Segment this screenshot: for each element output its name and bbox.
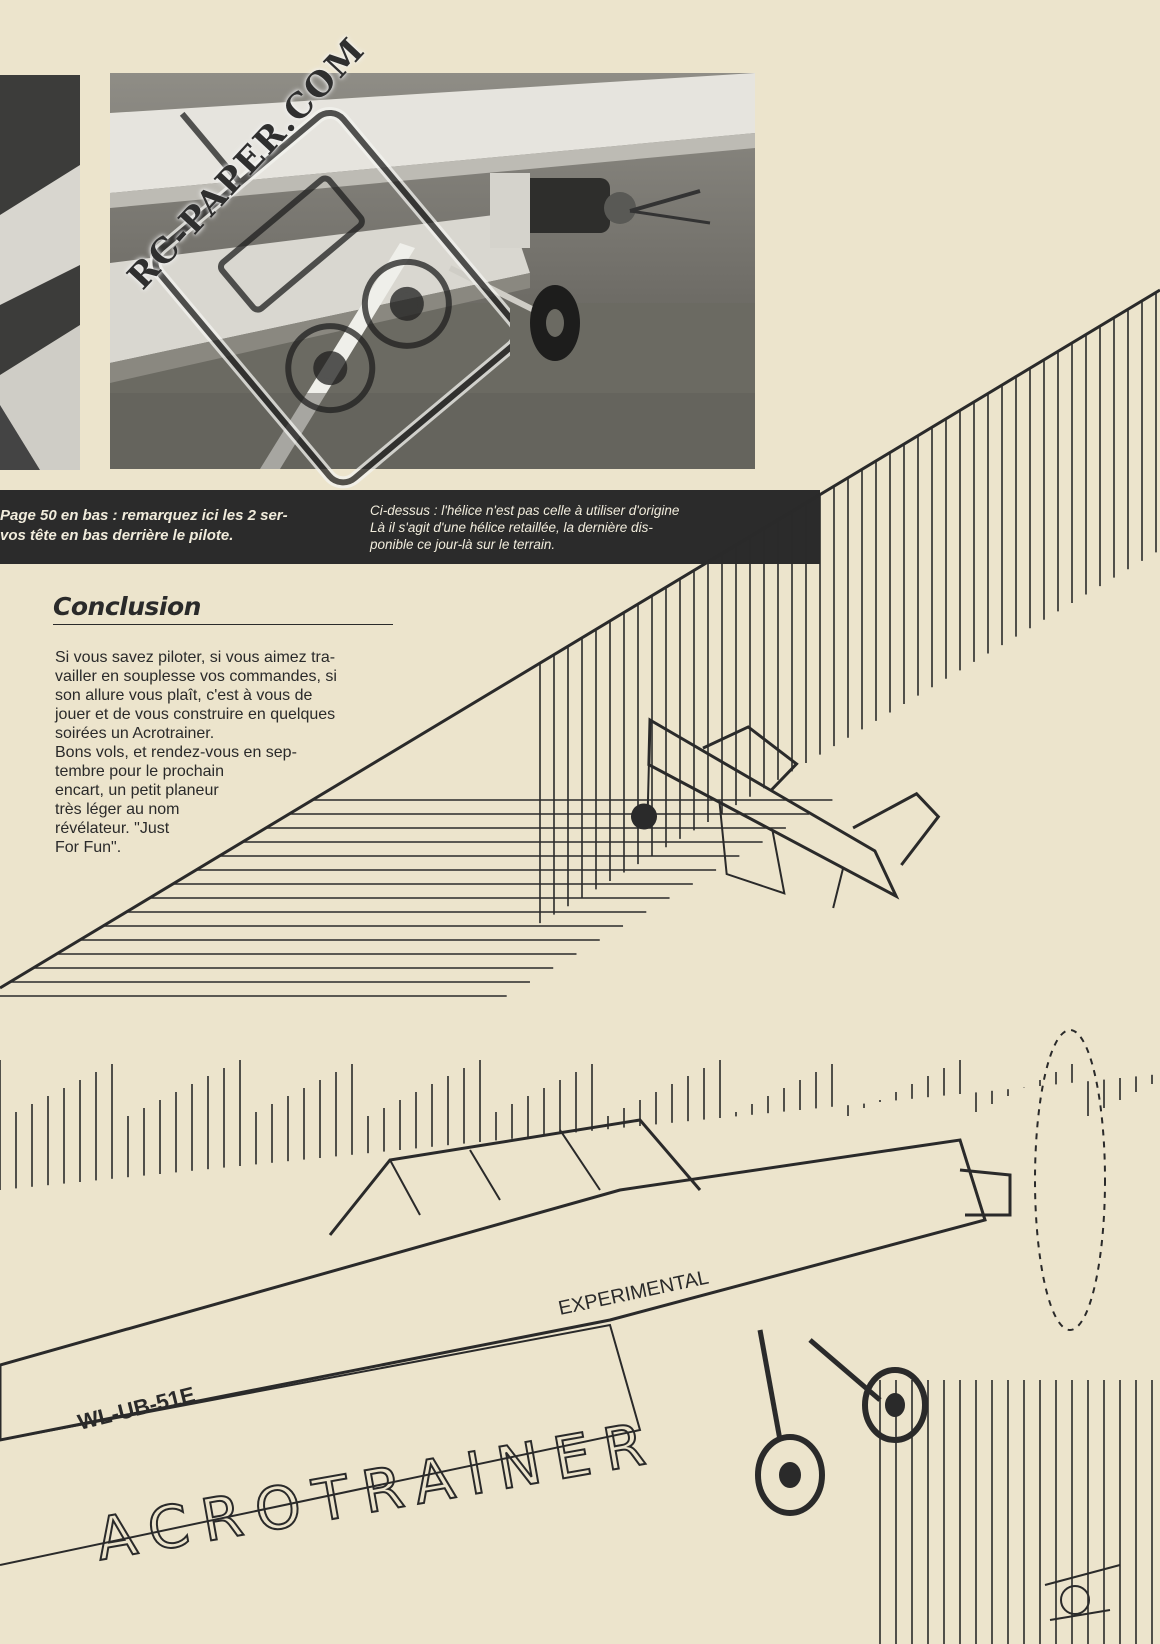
conclusion-line: Bons vols, et rendez-vous en sep- (55, 744, 297, 761)
caption-band (0, 490, 820, 564)
caption-right: Ci-dessus : l'hélice n'est pas celle à u… (370, 502, 770, 553)
conclusion-line: jouer et de vous construire en quelques (55, 706, 336, 723)
artist-signature (1044, 1564, 1121, 1621)
conclusion-title: Conclusion (53, 592, 201, 621)
conclusion-line: vailler en souplesse vos commandes, si (55, 668, 337, 685)
caption-left-line: Page 50 en bas : remarquez ici les 2 ser… (0, 507, 288, 524)
plane-marking-experimental: EXPERIMENTAL (556, 1267, 710, 1320)
conclusion-body: Si vous savez piloter, si vous aimez tra… (55, 648, 337, 857)
conclusion-line: son allure vous plaît, c'est à vous de (55, 687, 313, 704)
cropped-photo-left (0, 75, 80, 470)
plane-marking-registration: WL-UB-51E (75, 1382, 197, 1435)
conclusion-line: tembre pour le prochain (55, 763, 224, 780)
conclusion-line: For Fun". (55, 839, 122, 856)
conclusion-line: soirées un Acrotrainer. (55, 725, 215, 742)
conclusion-line: très léger au nom (55, 801, 180, 818)
conclusion-rule (53, 624, 393, 625)
watermark-logo (149, 90, 524, 490)
conclusion-line: révélateur. "Just (55, 820, 170, 837)
caption-left: Page 50 en bas : remarquez ici les 2 ser… (0, 506, 345, 546)
caption-left-line: vos tête en bas derrière le pilote. (0, 527, 234, 544)
caption-right-line: Là il s'agit d'une hélice retaillée, la … (370, 520, 653, 535)
acrotrainer-lettering: ACROTRAINER (91, 1408, 664, 1574)
conclusion-line: encart, un petit planeur (55, 782, 219, 799)
caption-right-line: ponible ce jour-là sur le terrain. (370, 537, 556, 552)
conclusion-line: Si vous savez piloter, si vous aimez tra… (55, 649, 336, 666)
caption-right-line: Ci-dessus : l'hélice n'est pas celle à u… (370, 503, 680, 518)
